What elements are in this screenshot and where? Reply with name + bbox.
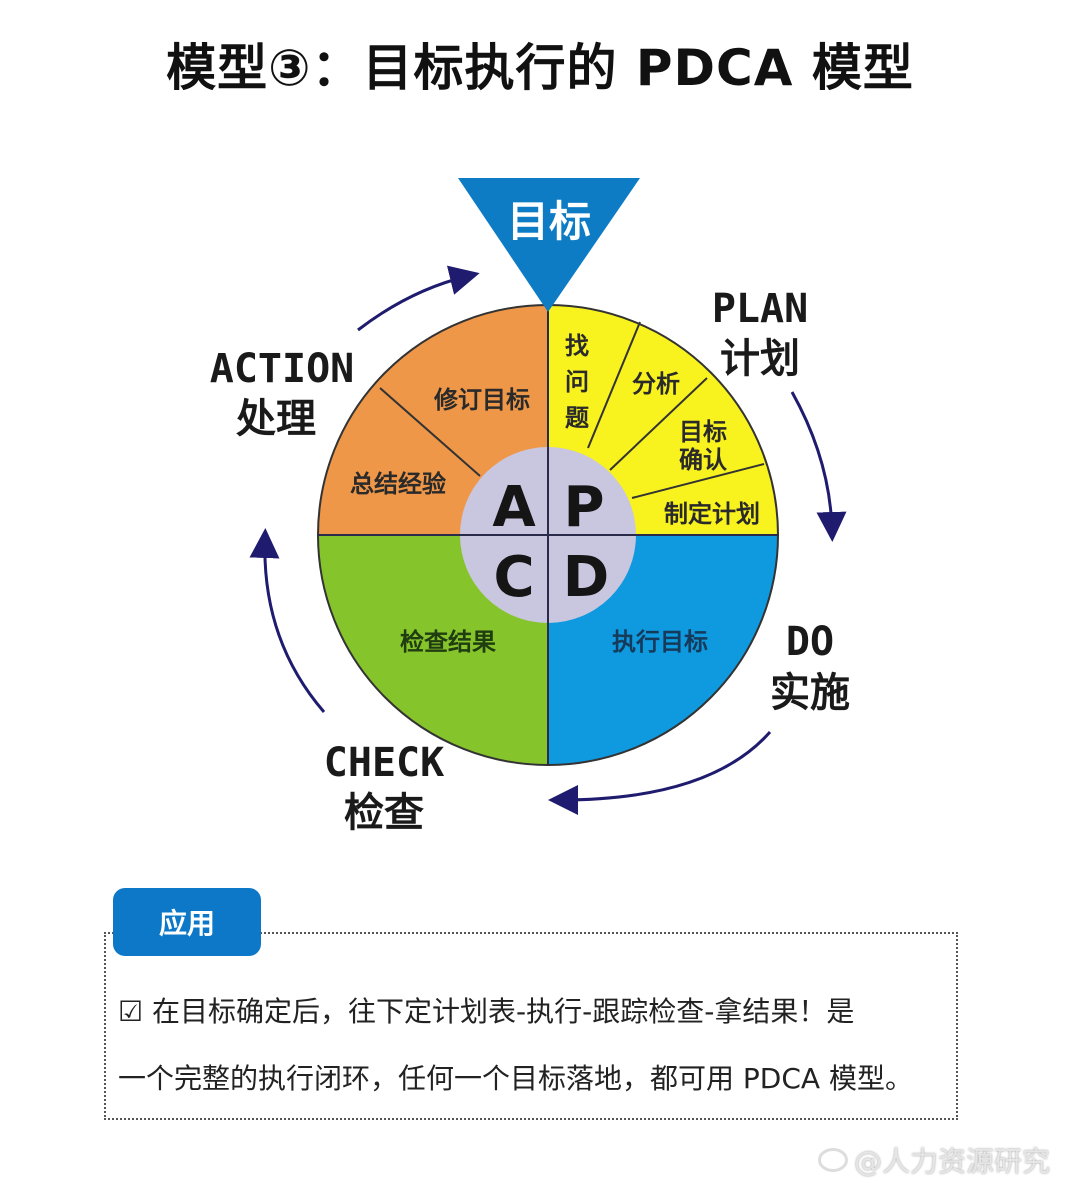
action-label-zh: 处理	[236, 396, 316, 442]
plan-label-zh: 计划	[720, 336, 800, 382]
arrow-action-to-goal	[357, 265, 480, 332]
pdca-diagram: 目标 找 问 题 分析 目标 确认 制定计划 修订目标 总结经验 检查结果 执行…	[210, 178, 850, 836]
goal-label: 目标	[507, 197, 591, 246]
plan-item-analysis: 分析	[632, 370, 680, 398]
application-line-1: ☑ 在目标确定后，往下定计划表-执行-跟踪检查-拿结果！是	[118, 990, 854, 1030]
letter-a: A	[492, 475, 536, 540]
plan-item-goal-confirm-2: 确认	[679, 446, 727, 474]
arrow-check-to-action	[249, 528, 326, 713]
do-item-execute-goal: 执行目标	[612, 628, 708, 656]
action-item-summarize: 总结经验	[350, 470, 446, 498]
arrow-do-to-check	[548, 731, 772, 815]
watermark: @人力资源研究	[817, 1140, 1050, 1180]
plan-item-find-problem: 找	[565, 332, 589, 360]
check-label-zh: 检查	[344, 790, 424, 836]
svg-text:题: 题	[565, 404, 589, 432]
page-title: 模型③：目标执行的 PDCA 模型	[166, 39, 914, 97]
checkbox-icon: ☑	[118, 995, 144, 1028]
svg-text:问: 问	[565, 368, 589, 396]
letter-p: P	[563, 475, 604, 540]
plan-item-goal-confirm-1: 目标	[679, 418, 727, 446]
application-text-1: 在目标确定后，往下定计划表-执行-跟踪检查-拿结果！是	[152, 995, 855, 1028]
do-label-en: DO	[786, 619, 834, 665]
check-item-check-results: 检查结果	[400, 628, 496, 656]
do-label-zh: 实施	[770, 670, 850, 716]
goal-triangle	[458, 178, 640, 312]
check-label-en: CHECK	[324, 740, 444, 786]
watermark-text: @人力资源研究	[853, 1145, 1050, 1178]
action-item-revise-goal: 修订目标	[433, 386, 530, 414]
application-text-2: 一个完整的执行闭环，任何一个目标落地，都可用 PDCA 模型。	[118, 1062, 913, 1095]
application-box	[104, 932, 958, 1120]
application-tab: 应用	[113, 888, 261, 956]
action-label-en: ACTION	[210, 346, 355, 392]
weibo-icon	[817, 1148, 848, 1172]
arrow-plan-to-do	[790, 391, 847, 542]
letter-d: D	[563, 545, 609, 610]
plan-item-make-plan: 制定计划	[664, 500, 760, 528]
plan-label-en: PLAN	[712, 286, 808, 332]
letter-c: C	[493, 545, 534, 610]
